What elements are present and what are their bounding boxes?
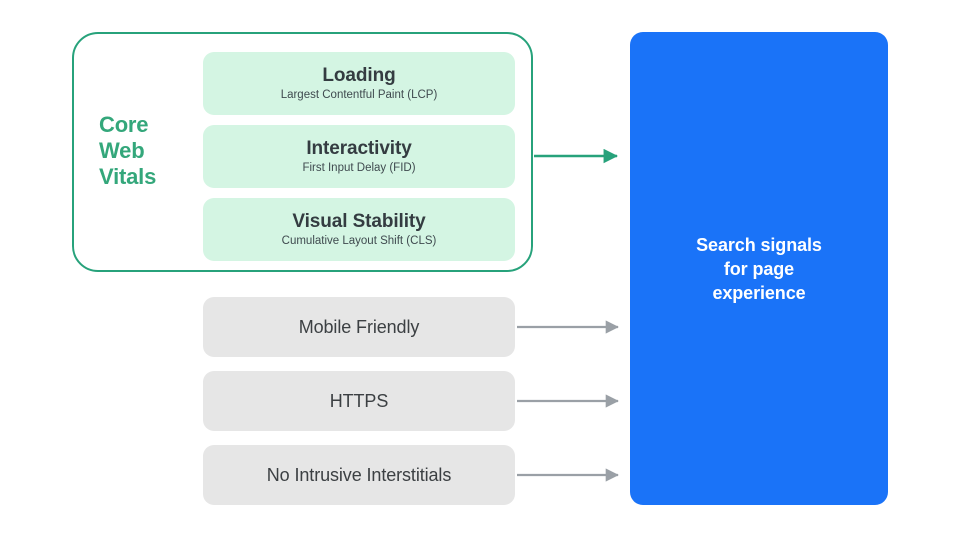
metric-card-interactivity[interactable]: Interactivity First Input Delay (FID) [203, 125, 515, 188]
core-web-vitals-label-line-vitals: Vitals [99, 164, 157, 189]
core-web-vitals-label-line-core: Core [99, 112, 149, 137]
metric-subtitle-interactivity: First Input Delay (FID) [302, 162, 416, 174]
signal-https[interactable]: HTTPS [203, 371, 515, 431]
search-signals-box[interactable]: Search signals for page experience [630, 32, 888, 505]
signal-label-mobile-friendly: Mobile Friendly [298, 316, 420, 337]
metric-title-visual-stability: Visual Stability [292, 211, 426, 232]
core-web-vitals-group [72, 32, 533, 272]
signal-label-https: HTTPS [329, 390, 389, 411]
search-signals-text: Search signals for page experience [696, 234, 822, 303]
metric-subtitle-loading: Largest Contentful Paint (LCP) [280, 89, 438, 101]
core-web-vitals-label-line-web: Web [99, 138, 145, 163]
signal-label-no-intrusive-interstitials: No Intrusive Interstitials [266, 464, 452, 485]
metric-title-interactivity: Interactivity [306, 138, 412, 159]
metric-card-loading[interactable]: Loading Largest Contentful Paint (LCP) [203, 52, 515, 115]
metric-subtitle-visual-stability: Cumulative Layout Shift (CLS) [281, 235, 437, 247]
signal-mobile-friendly[interactable]: Mobile Friendly [203, 297, 515, 357]
metric-card-visual-stability[interactable]: Visual Stability Cumulative Layout Shift… [203, 198, 515, 261]
metric-title-loading: Loading [322, 65, 396, 86]
signal-no-intrusive-interstitials[interactable]: No Intrusive Interstitials [203, 445, 515, 505]
